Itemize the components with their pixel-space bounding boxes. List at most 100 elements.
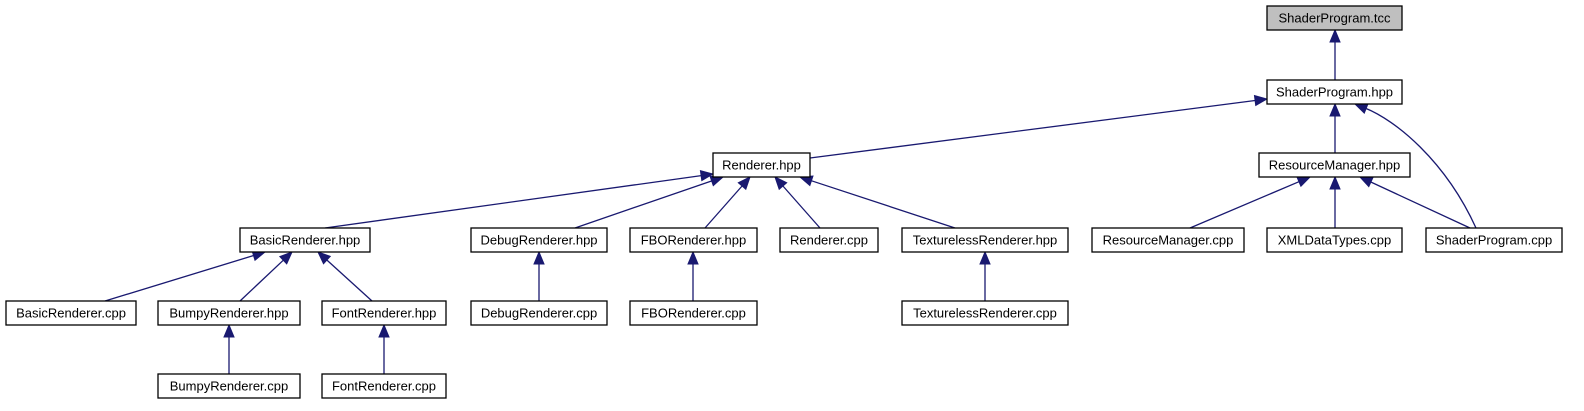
node-texturelessrenderer-cpp[interactable]: TexturelessRenderer.cpp	[901, 300, 1069, 326]
node-label: BasicRenderer.cpp	[16, 306, 126, 321]
edge-line	[1369, 181, 1471, 229]
edge-line	[781, 184, 821, 229]
node-basicrenderer-cpp[interactable]: BasicRenderer.cpp	[5, 300, 137, 326]
node-label: BasicRenderer.hpp	[250, 233, 361, 248]
edge-line	[810, 179, 956, 229]
edge-shaderprogram-cpp-to-shaderprogram-hpp	[1353, 103, 1477, 229]
edge-debugrenderer-hpp-to-renderer-hpp	[574, 175, 725, 229]
node-box	[470, 227, 608, 253]
node-xmldatatypes-cpp[interactable]: XMLDataTypes.cpp	[1266, 227, 1403, 253]
node-debugrenderer-hpp[interactable]: DebugRenderer.hpp	[470, 227, 608, 253]
node-bumpyrenderer-cpp[interactable]: BumpyRenderer.cpp	[157, 373, 301, 399]
node-label: FBORenderer.cpp	[641, 306, 746, 321]
node-label: BumpyRenderer.cpp	[170, 379, 289, 394]
edge-basicrenderer-hpp-to-renderer-hpp	[324, 170, 715, 229]
edge-line	[809, 99, 1257, 159]
node-label: ResourceManager.hpp	[1269, 158, 1401, 173]
edge-arrowhead	[1358, 176, 1374, 188]
node-label: TexturelessRenderer.cpp	[913, 306, 1057, 321]
node-label: ResourceManager.cpp	[1103, 233, 1234, 248]
node-label: XMLDataTypes.cpp	[1278, 233, 1391, 248]
node-box	[157, 300, 301, 326]
node-label: FontRenderer.hpp	[332, 306, 437, 321]
node-box	[321, 373, 447, 399]
node-label: ShaderProgram.tcc	[1279, 11, 1391, 26]
node-shaderprogram-tcc: ShaderProgram.tcc	[1266, 5, 1403, 31]
node-box	[157, 373, 301, 399]
node-label: BumpyRenderer.hpp	[169, 306, 288, 321]
node-box	[901, 300, 1069, 326]
node-fontrenderer-cpp[interactable]: FontRenderer.cpp	[321, 373, 447, 399]
nodes-layer: ShaderProgram.tccShaderProgram.hppRender…	[5, 5, 1563, 399]
edge-bumpyrenderer-hpp-to-basicrenderer-hpp	[239, 251, 293, 302]
edge-renderer-cpp-to-renderer-hpp	[774, 176, 821, 229]
edge-arrowhead	[1296, 176, 1312, 188]
edge-texturelessrenderer-hpp-to-renderer-hpp	[798, 175, 956, 229]
edge-debugrenderer-cpp-to-debugrenderer-hpp	[533, 250, 545, 301]
edge-bumpyrenderer-cpp-to-bumpyrenderer-hpp	[223, 323, 235, 374]
edge-arrowhead	[1329, 102, 1341, 117]
node-renderer-hpp[interactable]: Renderer.hpp	[712, 152, 811, 178]
edge-arrowhead	[278, 251, 293, 265]
node-renderer-cpp[interactable]: Renderer.cpp	[779, 227, 879, 253]
edge-fontrenderer-hpp-to-basicrenderer-hpp	[317, 251, 373, 302]
node-label: DebugRenderer.hpp	[480, 233, 597, 248]
node-label: FBORenderer.hpp	[641, 233, 747, 248]
edge-line	[574, 179, 713, 229]
node-resourcemanager-cpp[interactable]: ResourceManager.cpp	[1091, 227, 1245, 253]
edge-arrowhead	[223, 323, 235, 338]
node-fborenderer-cpp[interactable]: FBORenderer.cpp	[629, 300, 758, 326]
node-box	[779, 227, 879, 253]
node-shaderprogram-hpp[interactable]: ShaderProgram.hpp	[1266, 79, 1403, 105]
node-texturelessrenderer-hpp[interactable]: TexturelessRenderer.hpp	[901, 227, 1069, 253]
node-box	[901, 227, 1069, 253]
node-label: TexturelessRenderer.hpp	[913, 233, 1058, 248]
node-box	[1258, 152, 1411, 178]
edge-line	[1189, 180, 1301, 229]
node-label: ShaderProgram.cpp	[1436, 233, 1552, 248]
node-box	[1425, 227, 1563, 253]
edge-arrowhead	[699, 170, 715, 182]
node-box	[1091, 227, 1245, 253]
node-box	[629, 227, 758, 253]
node-label: ShaderProgram.hpp	[1276, 85, 1393, 100]
node-label: FontRenderer.cpp	[332, 379, 436, 394]
edge-fborenderer-hpp-to-renderer-hpp	[704, 176, 751, 229]
edge-line	[324, 174, 703, 229]
edge-shaderprogram-cpp-to-resourcemanager-hpp	[1358, 176, 1471, 229]
node-fborenderer-hpp[interactable]: FBORenderer.hpp	[629, 227, 758, 253]
edge-fontrenderer-cpp-to-fontrenderer-hpp	[378, 323, 390, 374]
node-bumpyrenderer-hpp[interactable]: BumpyRenderer.hpp	[157, 300, 301, 326]
edge-arrowhead	[1253, 94, 1269, 107]
edge-arrowhead	[378, 323, 390, 338]
edge-resourcemanager-hpp-to-shaderprogram-hpp	[1329, 102, 1341, 153]
node-fontrenderer-hpp[interactable]: FontRenderer.hpp	[321, 300, 447, 326]
edge-line	[325, 258, 373, 302]
edge-resourcemanager-cpp-to-resourcemanager-hpp	[1189, 176, 1312, 229]
node-shaderprogram-cpp[interactable]: ShaderProgram.cpp	[1425, 227, 1563, 253]
node-box	[470, 300, 608, 326]
edge-renderer-hpp-to-shaderprogram-hpp	[809, 94, 1269, 159]
edge-arrowhead	[737, 176, 751, 191]
node-resourcemanager-hpp[interactable]: ResourceManager.hpp	[1258, 152, 1411, 178]
node-label: Renderer.cpp	[790, 233, 868, 248]
edge-line	[1364, 107, 1477, 229]
node-label: Renderer.hpp	[722, 158, 801, 173]
node-box	[5, 300, 137, 326]
node-debugrenderer-cpp[interactable]: DebugRenderer.cpp	[470, 300, 608, 326]
edge-arrowhead	[1353, 103, 1369, 114]
edge-xmldatatypes-cpp-to-resourcemanager-hpp	[1329, 175, 1341, 228]
node-basicrenderer-hpp[interactable]: BasicRenderer.hpp	[239, 227, 371, 253]
node-box	[1266, 5, 1403, 31]
edge-arrowhead	[1329, 28, 1341, 43]
node-box	[1266, 227, 1403, 253]
edge-basicrenderer-cpp-to-basicrenderer-hpp	[104, 250, 267, 302]
edge-arrowhead	[687, 250, 699, 265]
edge-line	[104, 254, 255, 302]
edge-arrowhead	[533, 250, 545, 265]
edge-arrowhead	[317, 251, 332, 265]
edge-fborenderer-cpp-to-fborenderer-hpp	[687, 250, 699, 301]
node-label: DebugRenderer.cpp	[481, 306, 597, 321]
edge-arrowhead	[774, 176, 788, 191]
